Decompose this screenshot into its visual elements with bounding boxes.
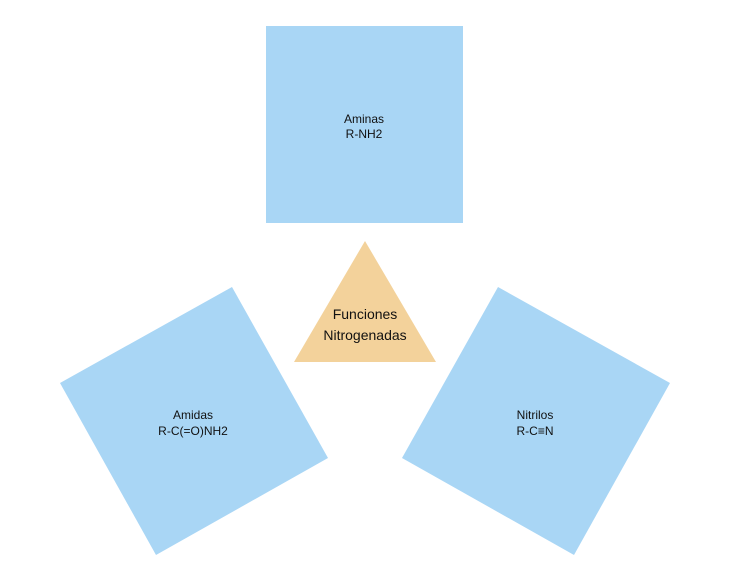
aminas-formula: R-NH2 xyxy=(346,127,383,141)
center-label-line2: Nitrogenadas xyxy=(323,327,406,343)
center-triangle xyxy=(294,241,436,362)
amidas-box xyxy=(60,287,328,555)
amidas-name: Amidas xyxy=(173,408,213,422)
nitrilos-name: Nitrilos xyxy=(517,408,554,422)
aminas-box xyxy=(266,26,463,223)
center-label-line1: Funciones xyxy=(333,306,398,322)
nitrilos-formula: R-C≡N xyxy=(517,424,554,438)
aminas-name: Aminas xyxy=(344,112,384,126)
amidas-formula: R-C(=O)NH2 xyxy=(158,424,228,438)
nitrilos-box xyxy=(402,287,670,555)
